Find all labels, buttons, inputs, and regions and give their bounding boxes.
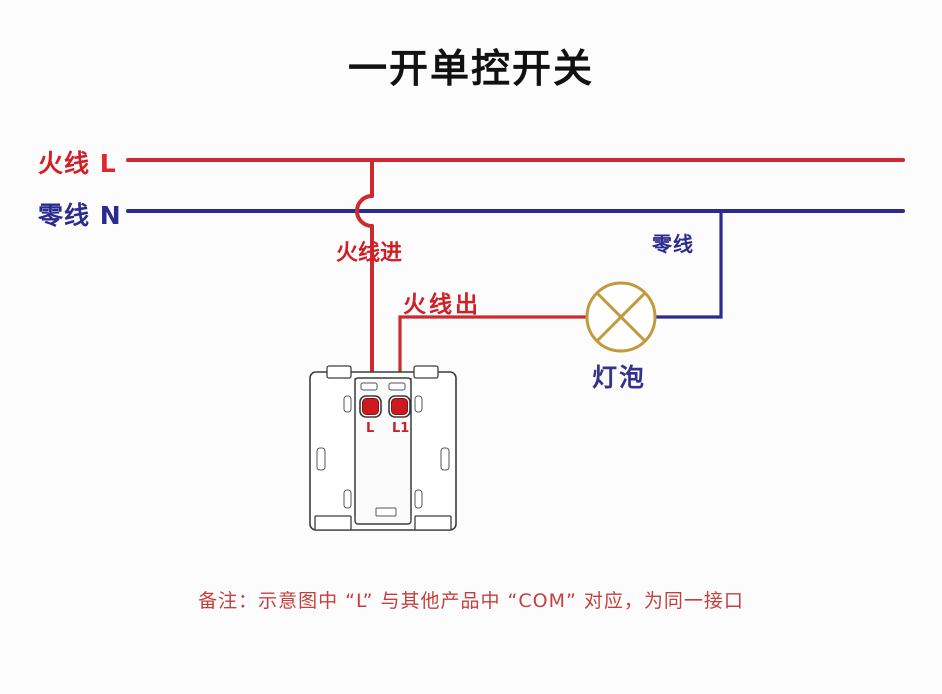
neutral-line-unit: N [99,201,122,230]
switch-body-slot-right [440,447,450,471]
live-line-label-text: 火线 [38,149,91,178]
neutral-line-label: 零线 N [38,196,122,232]
live-in-label: 火线进 [336,241,403,266]
switch-clip-detail-top-left [360,382,378,391]
neutral-line-label-text: 零线 [38,201,91,230]
page-title: 一开单控开关 [347,47,594,92]
terminal-L1[interactable] [388,395,411,418]
switch-mount-tab-bottom-right [414,515,452,531]
switch-slot-right-upper [414,395,423,413]
switch-clip-detail-top-right [388,382,406,391]
neutral-branch-wire [653,209,723,319]
terminal-label-L1: L1 [392,421,410,436]
switch-unit[interactable] [309,365,457,531]
bulb-symbol [585,281,657,353]
switch-slot-right-lower [414,489,423,509]
switch-clip-detail-bottom [375,507,397,517]
switch-body-slot-left [316,447,326,471]
switch-slot-left-lower [343,489,352,509]
bulb-label: 灯泡 [592,363,647,392]
switch-mount-tab-top-right [413,365,439,379]
live-line-label: 火线 L [38,144,117,180]
live-line-unit: L [99,149,117,178]
footer-note: 备注：示意图中 “L” 与其他产品中 “COM” 对应，为同一接口 [198,590,744,612]
neutral-branch-label: 零线 [652,232,694,256]
terminal-label-L: L [366,421,375,436]
wire-crossover-hop [355,194,374,228]
switch-mount-tab-bottom-left [314,515,352,531]
switch-mount-tab-top-left [326,365,352,379]
switch-slot-left-upper [343,395,352,413]
terminal-L[interactable] [359,395,382,418]
live-out-label: 火线出 [403,292,481,318]
